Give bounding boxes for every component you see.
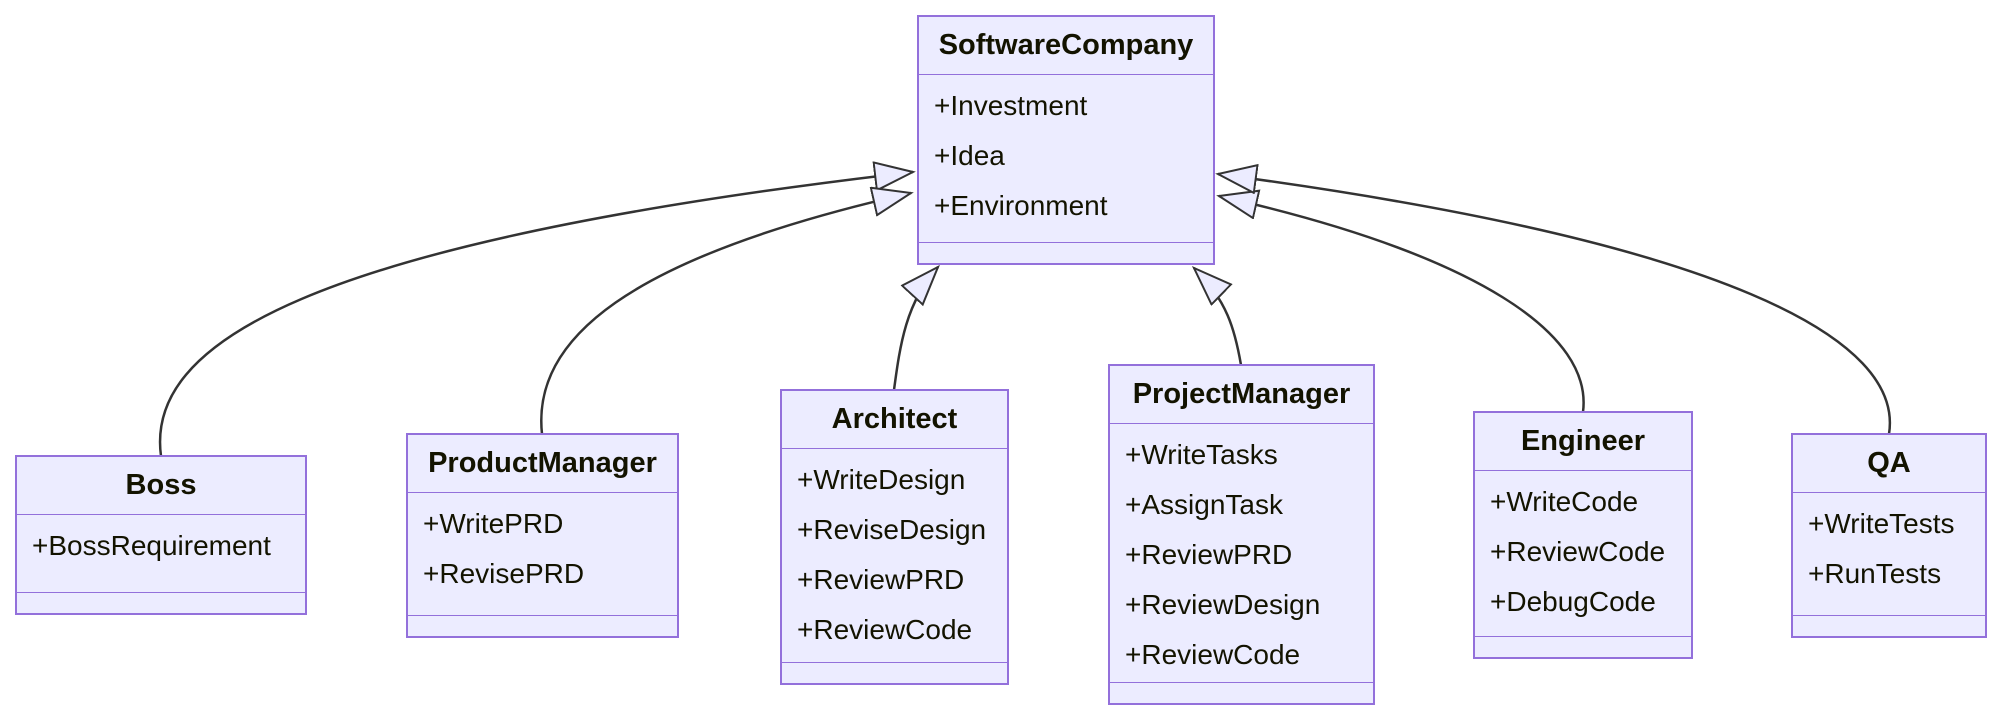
class-qa-empty-compartment [1793,615,1985,636]
class-projectmanager-empty-compartment [1110,682,1373,703]
class-softwarecompany-members: +Investment +Idea +Environment [919,75,1213,242]
class-member: +ReviewCode [1125,639,1301,670]
class-engineer: Engineer +WriteCode +ReviewCode +DebugCo… [1473,411,1693,659]
class-member: +DebugCode [1490,586,1656,617]
class-member: +RunTests [1808,558,1942,589]
class-member: +RevisePRD [423,558,585,589]
class-member: +ReviewDesign [1125,589,1321,620]
class-member: +ReviewPRD [797,564,965,595]
class-member: +WriteTasks [1125,439,1278,470]
class-productmanager-members: +WritePRD +RevisePRD [408,493,677,615]
class-architect-members: +WriteDesign +ReviseDesign +ReviewPRD +R… [782,449,1007,662]
class-engineer-members: +WriteCode +ReviewCode +DebugCode [1475,471,1691,636]
class-softwarecompany-empty-compartment [919,242,1213,263]
class-member: +AssignTask [1125,489,1283,520]
class-member: +ReviseDesign [797,514,987,545]
edge-productmanager-to-softwarecompany [540,193,911,435]
class-member: +BossRequirement [32,530,271,561]
class-softwarecompany: SoftwareCompany +Investment +Idea +Envir… [917,15,1215,265]
edge-projectmanager-to-softwarecompany [1194,268,1243,366]
class-qa: QA +WriteTests +RunTests [1791,433,1987,638]
class-boss-members: +BossRequirement [17,515,305,592]
class-productmanager-title: ProductManager [408,435,677,493]
class-qa-members: +WriteTests +RunTests [1793,493,1985,615]
edge-qa-to-softwarecompany [1218,174,1892,435]
class-member: +Environment [934,190,1108,221]
class-member: +ReviewPRD [1125,539,1293,570]
class-projectmanager: ProjectManager +WriteTasks +AssignTask +… [1108,364,1375,705]
class-engineer-title: Engineer [1475,413,1691,471]
class-architect-title: Architect [782,391,1007,449]
class-productmanager-empty-compartment [408,615,677,636]
class-member: +Idea [934,140,1005,171]
class-architect: Architect +WriteDesign +ReviseDesign +Re… [780,389,1009,685]
class-engineer-empty-compartment [1475,636,1691,657]
class-member: +WriteTests [1808,508,1955,539]
class-member: +WritePRD [423,508,564,539]
class-member: +WriteDesign [797,464,966,495]
class-architect-empty-compartment [782,662,1007,683]
class-member: +ReviewCode [797,614,973,645]
class-softwarecompany-title: SoftwareCompany [919,17,1213,75]
edge-architect-to-softwarecompany [892,267,938,391]
class-boss: Boss +BossRequirement [15,455,307,615]
class-member: +ReviewCode [1490,536,1666,567]
class-projectmanager-title: ProjectManager [1110,366,1373,424]
class-projectmanager-members: +WriteTasks +AssignTask +ReviewPRD +Revi… [1110,424,1373,682]
class-productmanager: ProductManager +WritePRD +RevisePRD [406,433,679,638]
class-boss-empty-compartment [17,592,305,613]
edge-engineer-to-softwarecompany [1219,196,1585,413]
edge-boss-to-softwarecompany [158,172,913,457]
class-qa-title: QA [1793,435,1985,493]
class-member: +WriteCode [1490,486,1639,517]
class-member: +Investment [934,90,1088,121]
class-boss-title: Boss [17,457,305,515]
